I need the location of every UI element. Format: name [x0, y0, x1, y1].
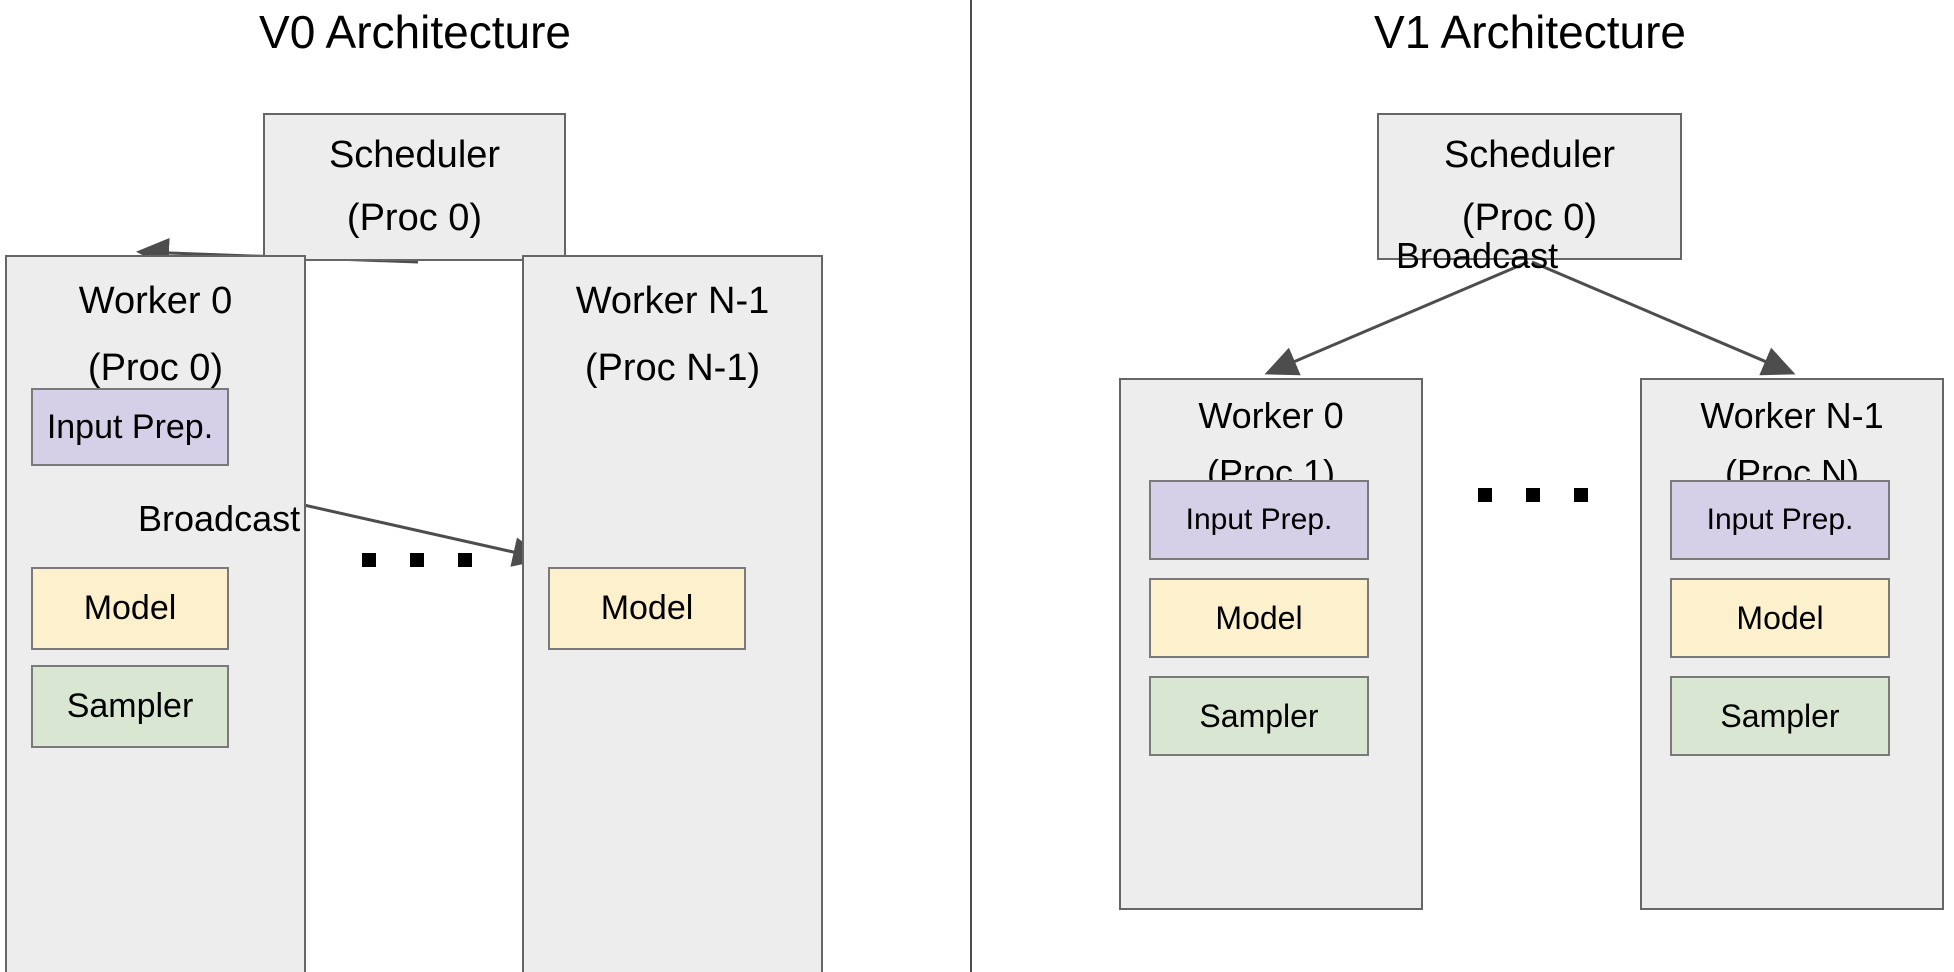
arrow-v1-scheduler-to-workerN	[1531, 260, 1796, 376]
v1-ellipsis-dot-2	[1526, 488, 1540, 502]
v0-ellipsis-dot-3	[458, 553, 472, 567]
v1-worker-n1-model-box[interactable]: Model	[1670, 578, 1890, 658]
v0-worker-0-sampler-box[interactable]: Sampler	[31, 665, 229, 748]
arrow-v1-scheduler-to-worker0	[1264, 260, 1529, 376]
v1-scheduler-label-line1: Scheduler	[1443, 134, 1616, 176]
v1-worker-0-model-box[interactable]: Model	[1149, 578, 1369, 658]
v0-broadcast-label: Broadcast	[138, 498, 301, 539]
v1-ellipsis-dot-3	[1574, 488, 1588, 502]
panel-title-v1: V1 Architecture	[1374, 6, 1686, 58]
v0-worker-n1-label-line1: Worker N-1	[575, 280, 770, 322]
panel-divider	[970, 0, 972, 972]
v0-worker-0-label-line2: (Proc 0)	[87, 347, 224, 389]
v0-worker-0-model-box[interactable]: Model	[31, 567, 229, 650]
v0-ellipsis	[362, 553, 472, 567]
v1-scheduler-label-line2: (Proc 0)	[1461, 197, 1598, 239]
v0-worker-0-box[interactable]: Worker 0 (Proc 0) Input Prep. Model Samp…	[5, 255, 306, 972]
v0-scheduler-label-line2: (Proc 0)	[346, 197, 483, 239]
v1-worker-n1-input-prep-box[interactable]: Input Prep.	[1670, 480, 1890, 560]
v0-worker-n1-model-box[interactable]: Model	[548, 567, 746, 650]
v1-scheduler-box[interactable]: Scheduler (Proc 0)	[1377, 113, 1682, 260]
v1-ellipsis-dot-1	[1478, 488, 1492, 502]
v0-scheduler-box[interactable]: Scheduler (Proc 0)	[263, 113, 566, 261]
v1-worker-0-sampler-box[interactable]: Sampler	[1149, 676, 1369, 756]
v0-worker-n1-box[interactable]: Worker N-1 (Proc N-1) Model	[522, 255, 823, 972]
v1-worker-0-input-prep-box[interactable]: Input Prep.	[1149, 480, 1369, 560]
v1-worker-n1-box[interactable]: Worker N-1 (Proc N) Input Prep. Model Sa…	[1640, 378, 1944, 910]
v0-worker-n1-label-line2: (Proc N-1)	[584, 347, 761, 389]
v0-scheduler-label-line1: Scheduler	[328, 134, 501, 176]
v1-worker-0-label-line1: Worker 0	[1198, 395, 1344, 436]
v0-worker-0-label-line1: Worker 0	[78, 280, 233, 322]
v1-ellipsis	[1478, 488, 1588, 502]
v1-worker-n1-label-line1: Worker N-1	[1700, 395, 1884, 436]
v0-ellipsis-dot-1	[362, 553, 376, 567]
v0-ellipsis-dot-2	[410, 553, 424, 567]
panel-title-v0: V0 Architecture	[259, 6, 571, 58]
v1-worker-n1-sampler-box[interactable]: Sampler	[1670, 676, 1890, 756]
v1-broadcast-label: Broadcast	[1396, 235, 1559, 276]
v0-worker-0-input-prep-box[interactable]: Input Prep.	[31, 388, 229, 466]
v1-worker-0-box[interactable]: Worker 0 (Proc 1) Input Prep. Model Samp…	[1119, 378, 1423, 910]
